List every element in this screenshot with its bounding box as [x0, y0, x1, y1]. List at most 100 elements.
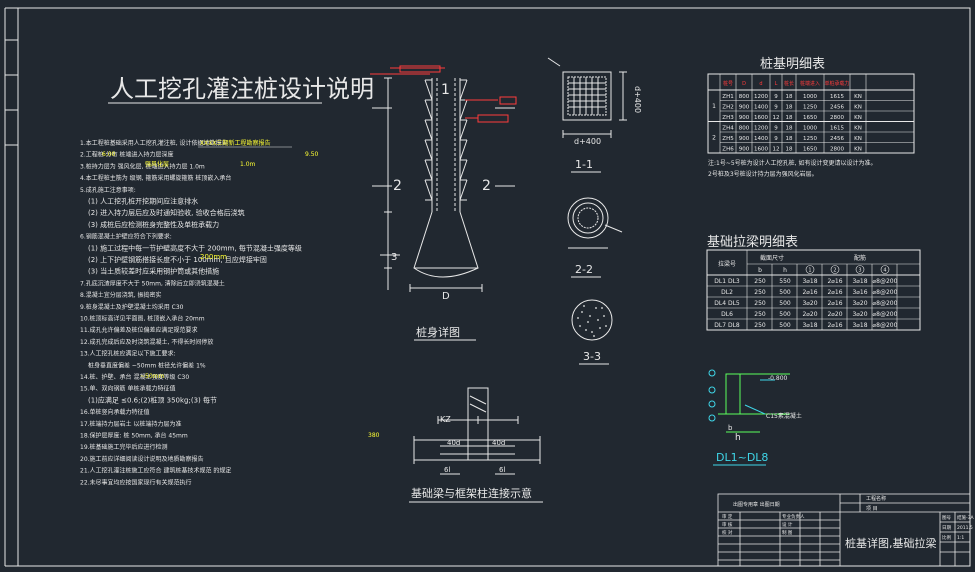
- aggregate-dot: [603, 315, 605, 317]
- pile-table-unit: KN: [854, 126, 862, 132]
- beam-table-cell: 2⌀20: [827, 311, 842, 318]
- pile-table-cell: 9: [774, 126, 778, 132]
- pile-table-cell: ZH2: [722, 105, 733, 111]
- beam-table-cell: 250: [754, 300, 766, 307]
- title-block-right-cell: 结施-3A: [957, 514, 974, 521]
- aggregate-dot: [579, 325, 581, 327]
- section-2-2-caption: 2-2: [575, 263, 593, 276]
- note-line: (1) 人工挖孔桩开挖期间应注意排水: [88, 197, 198, 206]
- section-1-1-caption: 1-1: [575, 158, 593, 171]
- aggregate-dot: [591, 331, 593, 333]
- title-block-right-cell: 比例: [942, 534, 951, 541]
- beam-table-cell: ⌀8@200: [873, 289, 898, 296]
- note-fill-wall-height: 200mm: [200, 253, 227, 261]
- notes-list: 1.本工程桩基础采用人工挖孔灌注桩, 设计依据地勘报告 2.工程桩 分布 桩端进入…: [80, 139, 302, 486]
- note-line: 20.施工前应详细阅读设计说明及地质勘察报告: [80, 455, 204, 463]
- title-block-cell: 专业负责人: [782, 513, 805, 520]
- pile-table-cell: 9: [774, 105, 778, 111]
- beam-table-cell: 2⌀20: [802, 311, 817, 318]
- rebar-mark-circle: [880, 265, 890, 274]
- pile-table-cell: ZH5: [722, 136, 734, 142]
- pile-table-cell: 18: [786, 126, 793, 132]
- note-line: 8.混凝土宜分层浇筑, 振捣密实: [80, 291, 162, 299]
- beam-table-cell: 500: [779, 311, 791, 318]
- aggregate-dot: [581, 311, 583, 313]
- beam-table-cell: 500: [779, 300, 791, 307]
- note-line: 19.桩基础施工完毕后应进行检测: [80, 443, 168, 451]
- aggregate-dot: [577, 317, 579, 319]
- pile-table-header: 桩长: [784, 80, 794, 87]
- pile-table-cell: ZH6: [722, 147, 734, 153]
- pile-table-cell: 9: [774, 136, 778, 142]
- section-1-1: [547, 57, 627, 138]
- pile-table-cell: ZH3: [722, 115, 734, 121]
- note-fill-embed-depth: 1.0m: [240, 161, 256, 168]
- beam-table-cell: 3⌀18: [852, 322, 867, 329]
- section-1-1-width: d+400: [574, 137, 601, 146]
- pile-table-cell: 1000: [803, 94, 817, 100]
- drawing-name: 桩基详图,基础拉梁: [845, 536, 937, 550]
- beam-table-cell: 500: [779, 322, 791, 329]
- title-block-right-cell: 1:1: [957, 535, 964, 541]
- aggregate-dot: [593, 335, 595, 337]
- aggregate-dot: [599, 327, 601, 329]
- pile-table-unit: KN: [854, 94, 862, 100]
- note-line: 2.工程桩 分布 桩端进入持力层深度: [80, 151, 174, 159]
- note-fill-pile-top: 6.00: [102, 151, 116, 158]
- pile-table-cell: 1600: [754, 147, 768, 153]
- title-block-right-cell: 2011.5: [957, 525, 973, 531]
- beam-table-cell: 3⌀20: [852, 311, 867, 318]
- note-line: 6.钢筋混凝土护壁应符合下列要求:: [80, 233, 172, 241]
- pile-table-header: 桩端进入: [800, 80, 820, 87]
- aggregate-dot: [587, 321, 589, 323]
- rebar-mark-circle: [855, 265, 865, 274]
- note-fill-tolerance: ~50mm: [140, 373, 165, 380]
- beam-table-cell: 3⌀18: [802, 322, 817, 329]
- beam-table-cell: ⌀8@200: [873, 278, 898, 285]
- note-line: 1.本工程桩基础采用人工挖孔灌注桩, 设计依据地勘报告: [80, 139, 228, 147]
- beam-table-cell: 2⌀16: [802, 289, 817, 296]
- note-fill-depth: 9.50: [305, 151, 319, 158]
- pile-table-unit: KN: [854, 115, 862, 121]
- title-block-cell: 审 定: [722, 513, 733, 520]
- section-mark-3: 3: [391, 252, 397, 263]
- note-line: 7.孔底沉渣厚度不大于 50mm, 清除后立即浇筑混凝土: [80, 279, 225, 287]
- lap-right: 6l: [499, 466, 505, 474]
- title-block-cell: 制 图: [782, 529, 793, 536]
- section-2-2: [567, 197, 623, 249]
- pile-body-labels: 1 2 2 D 3 桩身详图: [391, 82, 491, 341]
- beam-table-cell: DL2: [721, 289, 733, 296]
- beam-table-rebar-mark: 3: [858, 268, 861, 274]
- section-1-1-height: d+400: [633, 86, 642, 113]
- pile-body-detail: [370, 65, 517, 292]
- pile-table-cell: 12: [773, 115, 780, 121]
- note-line: (2) 进入持力层后应及时通知验收, 验收合格后浇筑: [88, 208, 245, 217]
- pile-table-note-2: 2号桩及3号桩设计持力层为强风化岩层。: [708, 170, 818, 178]
- tie-beam-note: C15素混凝土: [766, 412, 802, 420]
- sheet-title: 人工挖孔灌注桩设计说明: [110, 75, 374, 103]
- beam-connection-labels: KZ 40d 40d 6l 6l 基础梁与框架柱连接示意: [409, 415, 543, 503]
- pile-table-cell: 1650: [803, 147, 817, 153]
- pile-table-cell: 2456: [830, 105, 844, 111]
- note-line: 18.保护层厚度: 桩 50mm, 承台 45mm: [80, 432, 188, 440]
- section-mark-2: 2: [393, 178, 402, 194]
- pile-table-cell: 800: [739, 126, 750, 132]
- aggregate-dot: [597, 319, 599, 321]
- beam-table-cell: 250: [754, 311, 766, 318]
- beam-table-header-rebar: 配筋: [854, 254, 866, 262]
- aggregate-dot: [583, 305, 585, 307]
- note-line: (3) 成桩后应检测桩身完整性及单桩承载力: [88, 220, 219, 229]
- beam-table-sub-h: h: [783, 267, 787, 274]
- note-line: 21.人工挖孔灌注桩施工应符合 建筑桩基技术规范 的规定: [80, 467, 231, 475]
- pile-table-cell: 1250: [803, 136, 817, 142]
- tie-beam-detail-marks: [708, 369, 775, 422]
- pile-table-header: d: [759, 81, 762, 87]
- note-line: 10.桩顶标高详见平面图, 桩顶嵌入承台 20mm: [80, 315, 205, 323]
- aggregate-dot: [595, 307, 597, 309]
- note-line: 9.桩身混凝土及护壁混凝土均采用 C30: [80, 303, 184, 311]
